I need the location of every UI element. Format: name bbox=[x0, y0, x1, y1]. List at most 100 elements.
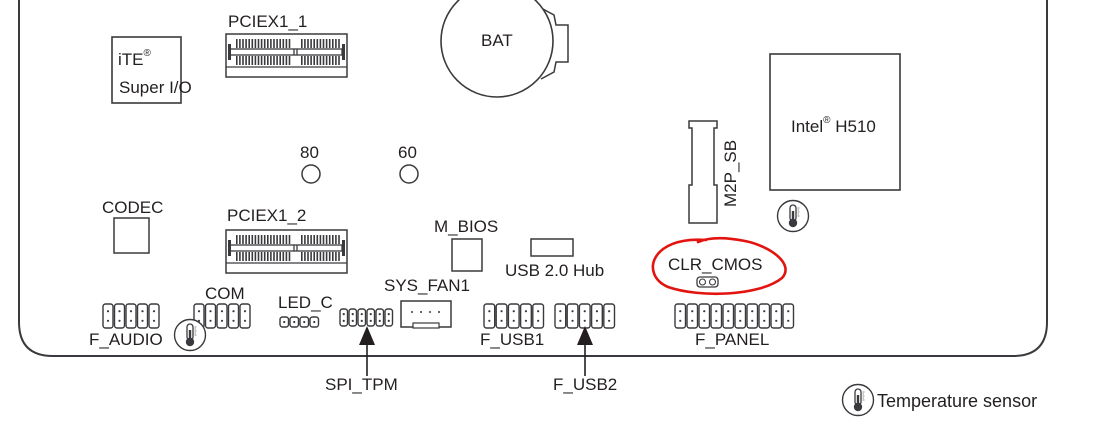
pciex1-1-label: PCIEX1_1 bbox=[228, 12, 308, 31]
pcie-contact bbox=[338, 252, 340, 261]
pcie-contact bbox=[236, 252, 238, 261]
pcie-contact bbox=[338, 235, 340, 244]
pcie-contact bbox=[251, 39, 254, 48]
header-pin bbox=[197, 310, 201, 313]
pcie-contact bbox=[260, 235, 263, 244]
pcie-contact bbox=[245, 235, 247, 244]
legend-label: Temperature sensor bbox=[877, 391, 1038, 411]
pcie-contact bbox=[335, 39, 337, 48]
f-usb2-arrow bbox=[577, 326, 593, 376]
legend-thermometer-icon bbox=[841, 383, 875, 417]
header-pin bbox=[129, 310, 133, 313]
codec-label: CODEC bbox=[102, 198, 164, 217]
header-pin-cell bbox=[578, 303, 591, 329]
header-pin bbox=[537, 310, 540, 313]
pcie-contact bbox=[260, 252, 263, 261]
header-pin-cell bbox=[770, 303, 783, 329]
pcie-contact bbox=[251, 56, 254, 65]
header-pin-cell bbox=[698, 303, 711, 329]
header-pin bbox=[232, 319, 235, 322]
header-pin bbox=[378, 319, 381, 322]
pcie-contact bbox=[335, 235, 337, 244]
header-pin-cell bbox=[674, 303, 687, 329]
pcie-contact bbox=[239, 56, 241, 65]
pcie-contact bbox=[288, 39, 291, 48]
header-pin bbox=[524, 319, 528, 322]
header-pin bbox=[129, 319, 133, 322]
header-pin bbox=[232, 310, 235, 313]
header-pin bbox=[715, 310, 718, 313]
spi-tpm-arrow bbox=[359, 326, 375, 376]
pcie-contact bbox=[263, 252, 266, 261]
header-pin bbox=[571, 310, 574, 313]
header-pin-cell bbox=[710, 303, 723, 329]
header-pin bbox=[608, 319, 611, 322]
pcie-contact bbox=[338, 56, 340, 65]
pcie-contact bbox=[239, 235, 241, 244]
pcie-contact bbox=[328, 56, 331, 65]
m2p-sb-slot bbox=[688, 120, 718, 224]
pcie-contact bbox=[254, 56, 257, 65]
pcie-contact bbox=[319, 56, 322, 65]
header-pin-cell bbox=[566, 303, 579, 329]
pcie-contact bbox=[332, 56, 334, 65]
f-usb1-header bbox=[483, 303, 545, 329]
header-pin bbox=[283, 320, 286, 324]
usb-hub-label: USB 2.0 Hub bbox=[505, 261, 605, 280]
header-pin bbox=[679, 319, 682, 322]
mount-hole-80 bbox=[301, 164, 321, 184]
intel-label: Intel® H510 bbox=[791, 115, 876, 136]
header-pin-cell bbox=[348, 308, 358, 327]
pcie-contact bbox=[304, 39, 306, 48]
header-pin bbox=[679, 310, 682, 313]
pcie-contact bbox=[236, 235, 238, 244]
pcie-contact bbox=[319, 39, 322, 48]
mount-hole-60 bbox=[399, 164, 419, 184]
pcie-contact bbox=[248, 56, 250, 65]
f-audio-label: F_AUDIO bbox=[89, 330, 163, 349]
header-pin bbox=[608, 310, 611, 313]
header-pin-cell bbox=[734, 303, 747, 329]
pcie-contact bbox=[307, 56, 309, 65]
header-pin bbox=[500, 319, 503, 322]
pcie-contact bbox=[248, 39, 250, 48]
pcie-contact bbox=[254, 39, 257, 48]
header-pin bbox=[141, 310, 144, 313]
pcie-contact bbox=[325, 56, 328, 65]
header-pin-cell bbox=[603, 303, 616, 329]
pcie-contact bbox=[335, 252, 337, 261]
pcie-contact bbox=[332, 235, 334, 244]
pcie-contact bbox=[248, 235, 250, 244]
pcie-contact bbox=[263, 235, 266, 244]
header-pin-cell bbox=[758, 303, 771, 329]
header-pin bbox=[703, 319, 706, 322]
pcie-contact bbox=[304, 56, 306, 65]
pcie-contact bbox=[257, 252, 260, 261]
pcie-contact bbox=[307, 235, 309, 244]
led-c-label: LED_C bbox=[278, 293, 333, 312]
header-pin bbox=[488, 310, 491, 313]
header-pin-cell bbox=[204, 303, 217, 329]
f-usb2-label: F_USB2 bbox=[553, 375, 618, 394]
pcie-contact bbox=[310, 39, 312, 48]
pciex1-2-label: PCIEX1_2 bbox=[227, 206, 307, 225]
pcie-contact bbox=[322, 235, 325, 244]
header-pin bbox=[595, 319, 599, 322]
hole-60-label: 60 bbox=[398, 143, 417, 162]
header-pin bbox=[787, 319, 790, 322]
battery-label: BAT bbox=[481, 31, 513, 50]
pcie-contact bbox=[242, 56, 244, 65]
pcie-contact bbox=[316, 235, 319, 244]
header-pin bbox=[691, 319, 694, 322]
pcie-contact bbox=[301, 39, 303, 48]
pcie-contact bbox=[263, 56, 266, 65]
pcie-contact bbox=[242, 39, 244, 48]
pcie-contact bbox=[313, 39, 315, 48]
header-pin-cell bbox=[746, 303, 759, 329]
codec-chip bbox=[113, 217, 150, 254]
sys-fan1-label: SYS_FAN1 bbox=[384, 276, 470, 295]
header-pin-cell bbox=[102, 303, 114, 329]
pcie-contact bbox=[276, 252, 278, 261]
header-pin-cell bbox=[507, 303, 520, 329]
sys-fan1-header bbox=[400, 300, 452, 329]
